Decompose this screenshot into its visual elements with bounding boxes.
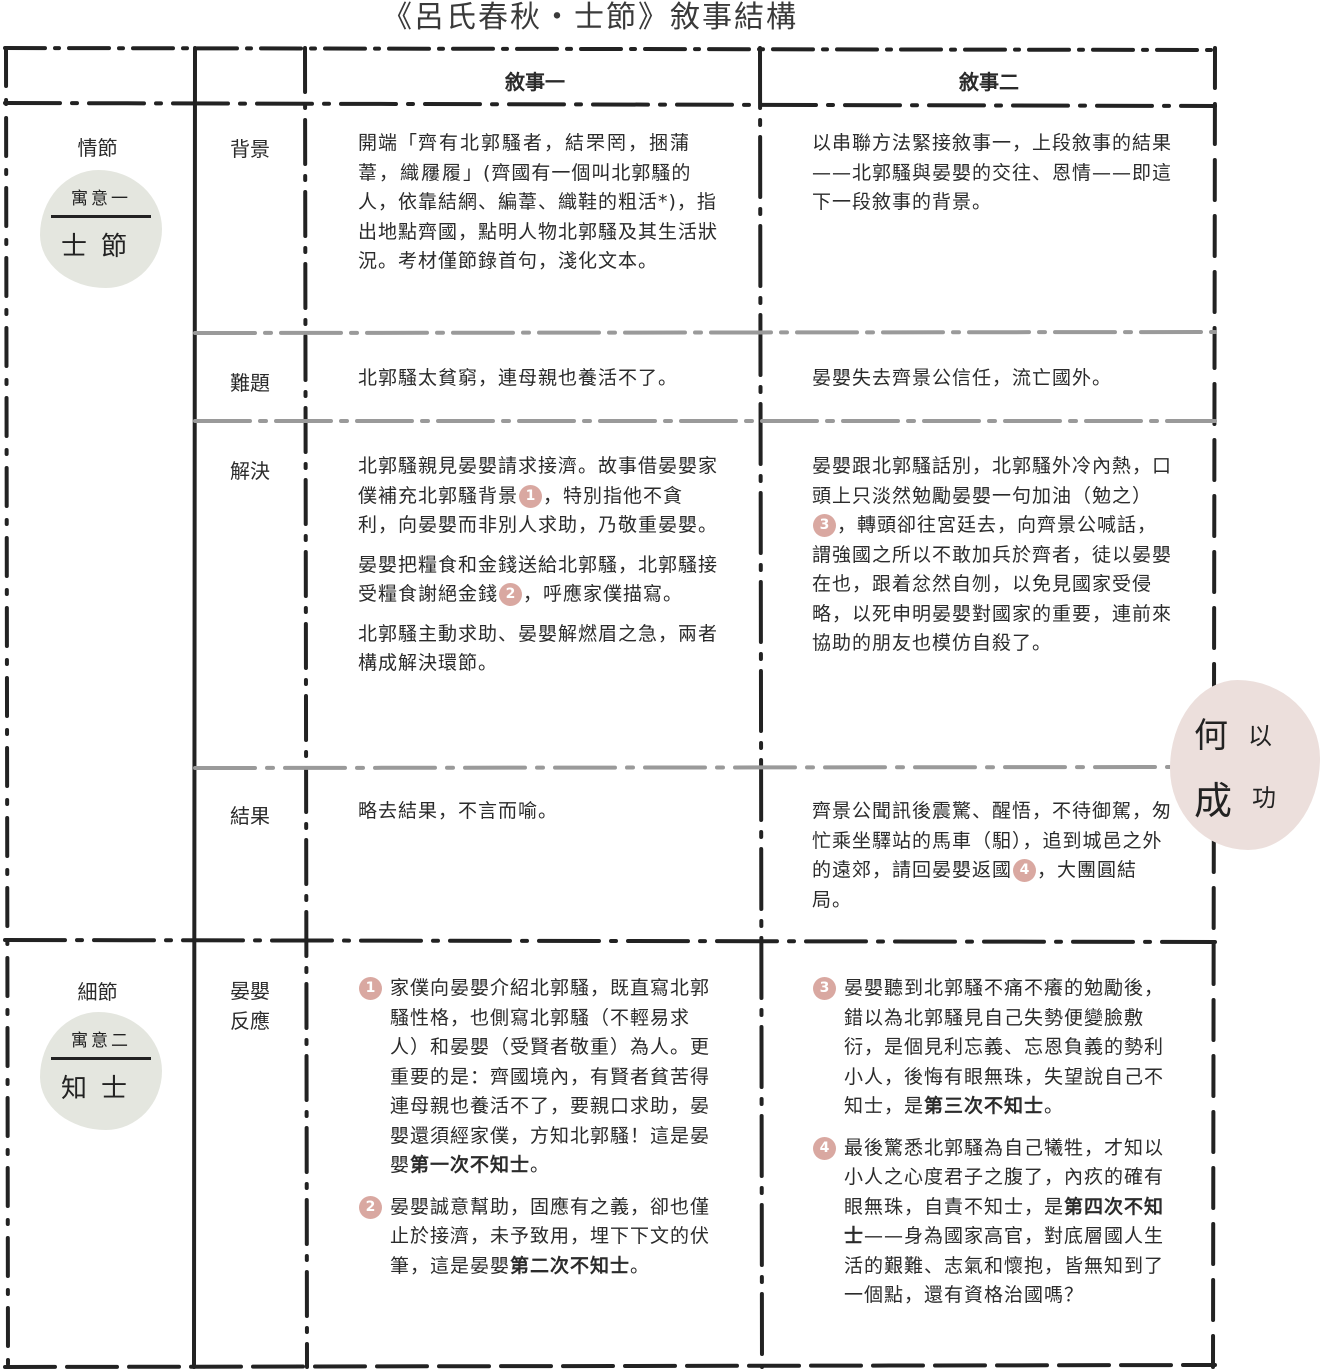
marker-1-icon: 1 [519, 484, 543, 508]
marker-1-icon: 1 [359, 977, 382, 1000]
side-note: 何 以 成 功 [1170, 680, 1320, 850]
classical-quote: 馹 [992, 829, 1013, 852]
marker-2-icon: 2 [499, 583, 523, 606]
emphasis: 第三次不知士 [924, 1095, 1045, 1117]
marker-4-icon: 4 [1013, 859, 1037, 882]
text: 」(齊國有一個叫北郭騷的人，依靠結網、編葦、織鞋的粗活*)，指出地點齊國，點明人… [358, 161, 719, 273]
reaction-item-2: 2 晏嬰誠意幫助，固應有之義，卻也僅止於接濟，未予致用，埋下下文的伏筆，這是晏嬰… [358, 1193, 720, 1282]
cell-background-2: 以串聯方法緊接敘事一，上段敘事的結果——北郭騷與晏嬰的交往、恩情——即這下一段敘… [812, 132, 1173, 213]
classical-quote: 齊有北郭騷者，結罘罔，捆蒲葦，織屨履 [358, 132, 692, 184]
text: 最後驚悉北郭騷為自己犧牲，才知以小人之心度君子之腹了，內疚的確有眼無珠，自責不知… [844, 1136, 1165, 1218]
header-narrative-2: 敘事二 [959, 70, 1019, 94]
text: 晏嬰聽到北郭騷不痛不癢的勉勵後，錯以為北郭騷見自己失勢便變臉敷衍，是個見利忘義、… [844, 977, 1165, 1117]
stamp-top-text: 寓意二 [71, 1031, 131, 1051]
text: 。 [1044, 1095, 1065, 1117]
text: ），追到城邑之外的遠郊，請回晏嬰返國 [812, 829, 1163, 882]
section-label-plot: 情節 [77, 136, 118, 160]
stamp-top-text: 寓意一 [71, 189, 131, 209]
row-label-reaction-line2: 反應 [230, 1009, 270, 1033]
emphasis: 第一次不知士 [410, 1154, 531, 1176]
side-note-char: 功 [1252, 784, 1276, 812]
marker-2-icon: 2 [359, 1195, 382, 1219]
reaction-item-3: 3 晏嬰聽到北郭騷不痛不癢的勉勵後，錯以為北郭騷見自己失勢便變臉敷衍，是個見利忘… [812, 974, 1174, 1122]
emphasis: 第四次不知士 [844, 1195, 1165, 1248]
text: 晏嬰跟北郭騷話別，北郭騷外冷內熱，口頭上只淡然勉勵晏嬰一句加油（ [812, 455, 1173, 507]
marker-4-icon: 4 [813, 1136, 836, 1160]
stamp-bottom-text: 士節 [60, 232, 141, 262]
solution-paragraph-3: 北郭騷主動求助、晏嬰解燃眉之急，兩者構成解決環節。 [358, 622, 719, 675]
text: 齊景公聞訊後震驚、醒悟，不待御駕，匆忙乘坐驛站的馬車（ [812, 800, 1173, 852]
cell-problem-2: 晏嬰失去齊景公信任，流亡國外。 [812, 367, 1113, 389]
text: ） [1132, 484, 1153, 507]
cell-reaction-2: 3 晏嬰聽到北郭騷不痛不癢的勉勵後，錯以為北郭騷見自己失勢便變臉敷衍，是個見利忘… [812, 974, 1174, 1323]
row-label-solution: 解決 [230, 459, 270, 483]
moral-stamp-2: 寓意二 知士 [40, 1012, 162, 1130]
cell-result-2: 齊景公聞訊後震驚、醒悟，不待御駕，匆忙乘坐驛站的馬車（馹），追到城邑之外的遠郊，… [812, 797, 1172, 915]
section-label-detail: 細節 [77, 980, 118, 1004]
cell-solution-2: 晏嬰跟北郭騷話別，北郭騷外冷內熱，口頭上只淡然勉勵晏嬰一句加油（勉之） 3，轉頭卻… [812, 452, 1172, 659]
emphasis: 第二次不知士 [510, 1254, 631, 1277]
side-note-char: 以 [1248, 722, 1272, 750]
cell-background-1: 開端「齊有北郭騷者，結罘罔，捆蒲葦，織屨履」(齊國有一個叫北郭騷的人，依靠結網、… [358, 129, 718, 277]
moral-stamp-1: 寓意一 士節 [40, 170, 162, 288]
row-label-reaction: 晏嬰 反應 [230, 976, 270, 1036]
text: 。 [630, 1254, 651, 1277]
stamp-divider [51, 1057, 151, 1060]
reaction-item-4: 4 最後驚悉北郭騷為自己犧牲，才知以小人之心度君子之腹了，內疚的確有眼無珠，自責… [812, 1134, 1174, 1311]
marker-3-icon: 3 [813, 977, 836, 1000]
row-label-reaction-line1: 晏嬰 [230, 979, 270, 1003]
text: ——身為國家高官，對底層國人生活的艱難、志氣和懷抱，皆無知到了一個點，還有資格治… [844, 1225, 1165, 1306]
text: ，特別指他不貪利，向晏嬰而非別人求助，乃敬重晏嬰。 [358, 484, 719, 537]
text: 晏嬰把糧食和金錢送給北郭騷，北郭騷接受糧食謝絕金錢 [358, 553, 719, 606]
page-title: 《呂氏春秋・士節》敘事結構 [382, 0, 798, 35]
text: ，呼應家僕描寫。 [523, 583, 684, 605]
classical-quote: 勉之 [1092, 484, 1133, 507]
header-narrative-1: 敘事一 [505, 70, 565, 94]
stamp-divider [51, 215, 151, 218]
side-note-char: 成 [1194, 779, 1233, 823]
text: 晏嬰誠意幫助，固應有之義，卻也僅止於接濟，未予致用，埋下下文的伏筆，這是晏嬰 [390, 1195, 711, 1277]
marker-3-icon: 3 [813, 514, 836, 537]
text: 。 [530, 1154, 551, 1176]
row-label-result: 結果 [230, 804, 270, 828]
stamp-bottom-text: 知士 [60, 1074, 141, 1104]
text: 家僕向晏嬰介紹北郭騷，既直寫北郭騷性格，也側寫北郭騷（不輕易求人）和晏嬰（受賢者… [390, 977, 711, 1176]
cell-result-1: 略去結果，不言而喻。 [358, 800, 559, 822]
row-label-problem: 難題 [230, 371, 270, 395]
side-note-char: 何 [1194, 716, 1228, 756]
text: ，大團圓結局。 [812, 859, 1138, 911]
cell-reaction-1: 1 家僕向晏嬰介紹北郭騷，既直寫北郭騷性格，也側寫北郭騷（不輕易求人）和晏嬰（受… [358, 974, 720, 1293]
reaction-item-1: 1 家僕向晏嬰介紹北郭騷，既直寫北郭騷性格，也側寫北郭騷（不輕易求人）和晏嬰（受… [358, 974, 720, 1181]
text: 開端「 [358, 132, 419, 154]
text: ，轉頭卻往宮廷去，向齊景公喊話，謂強國之所以不敢加兵於齊者，徒以晏嬰在也，跟着忿… [812, 514, 1173, 654]
cell-problem-1: 北郭騷太貧窮，連母親也養活不了。 [358, 367, 679, 389]
row-label-background: 背景 [230, 137, 270, 161]
text: 北郭騷親見晏嬰請求接濟。故事借晏嬰家僕補充北郭騷背景 [358, 455, 719, 507]
